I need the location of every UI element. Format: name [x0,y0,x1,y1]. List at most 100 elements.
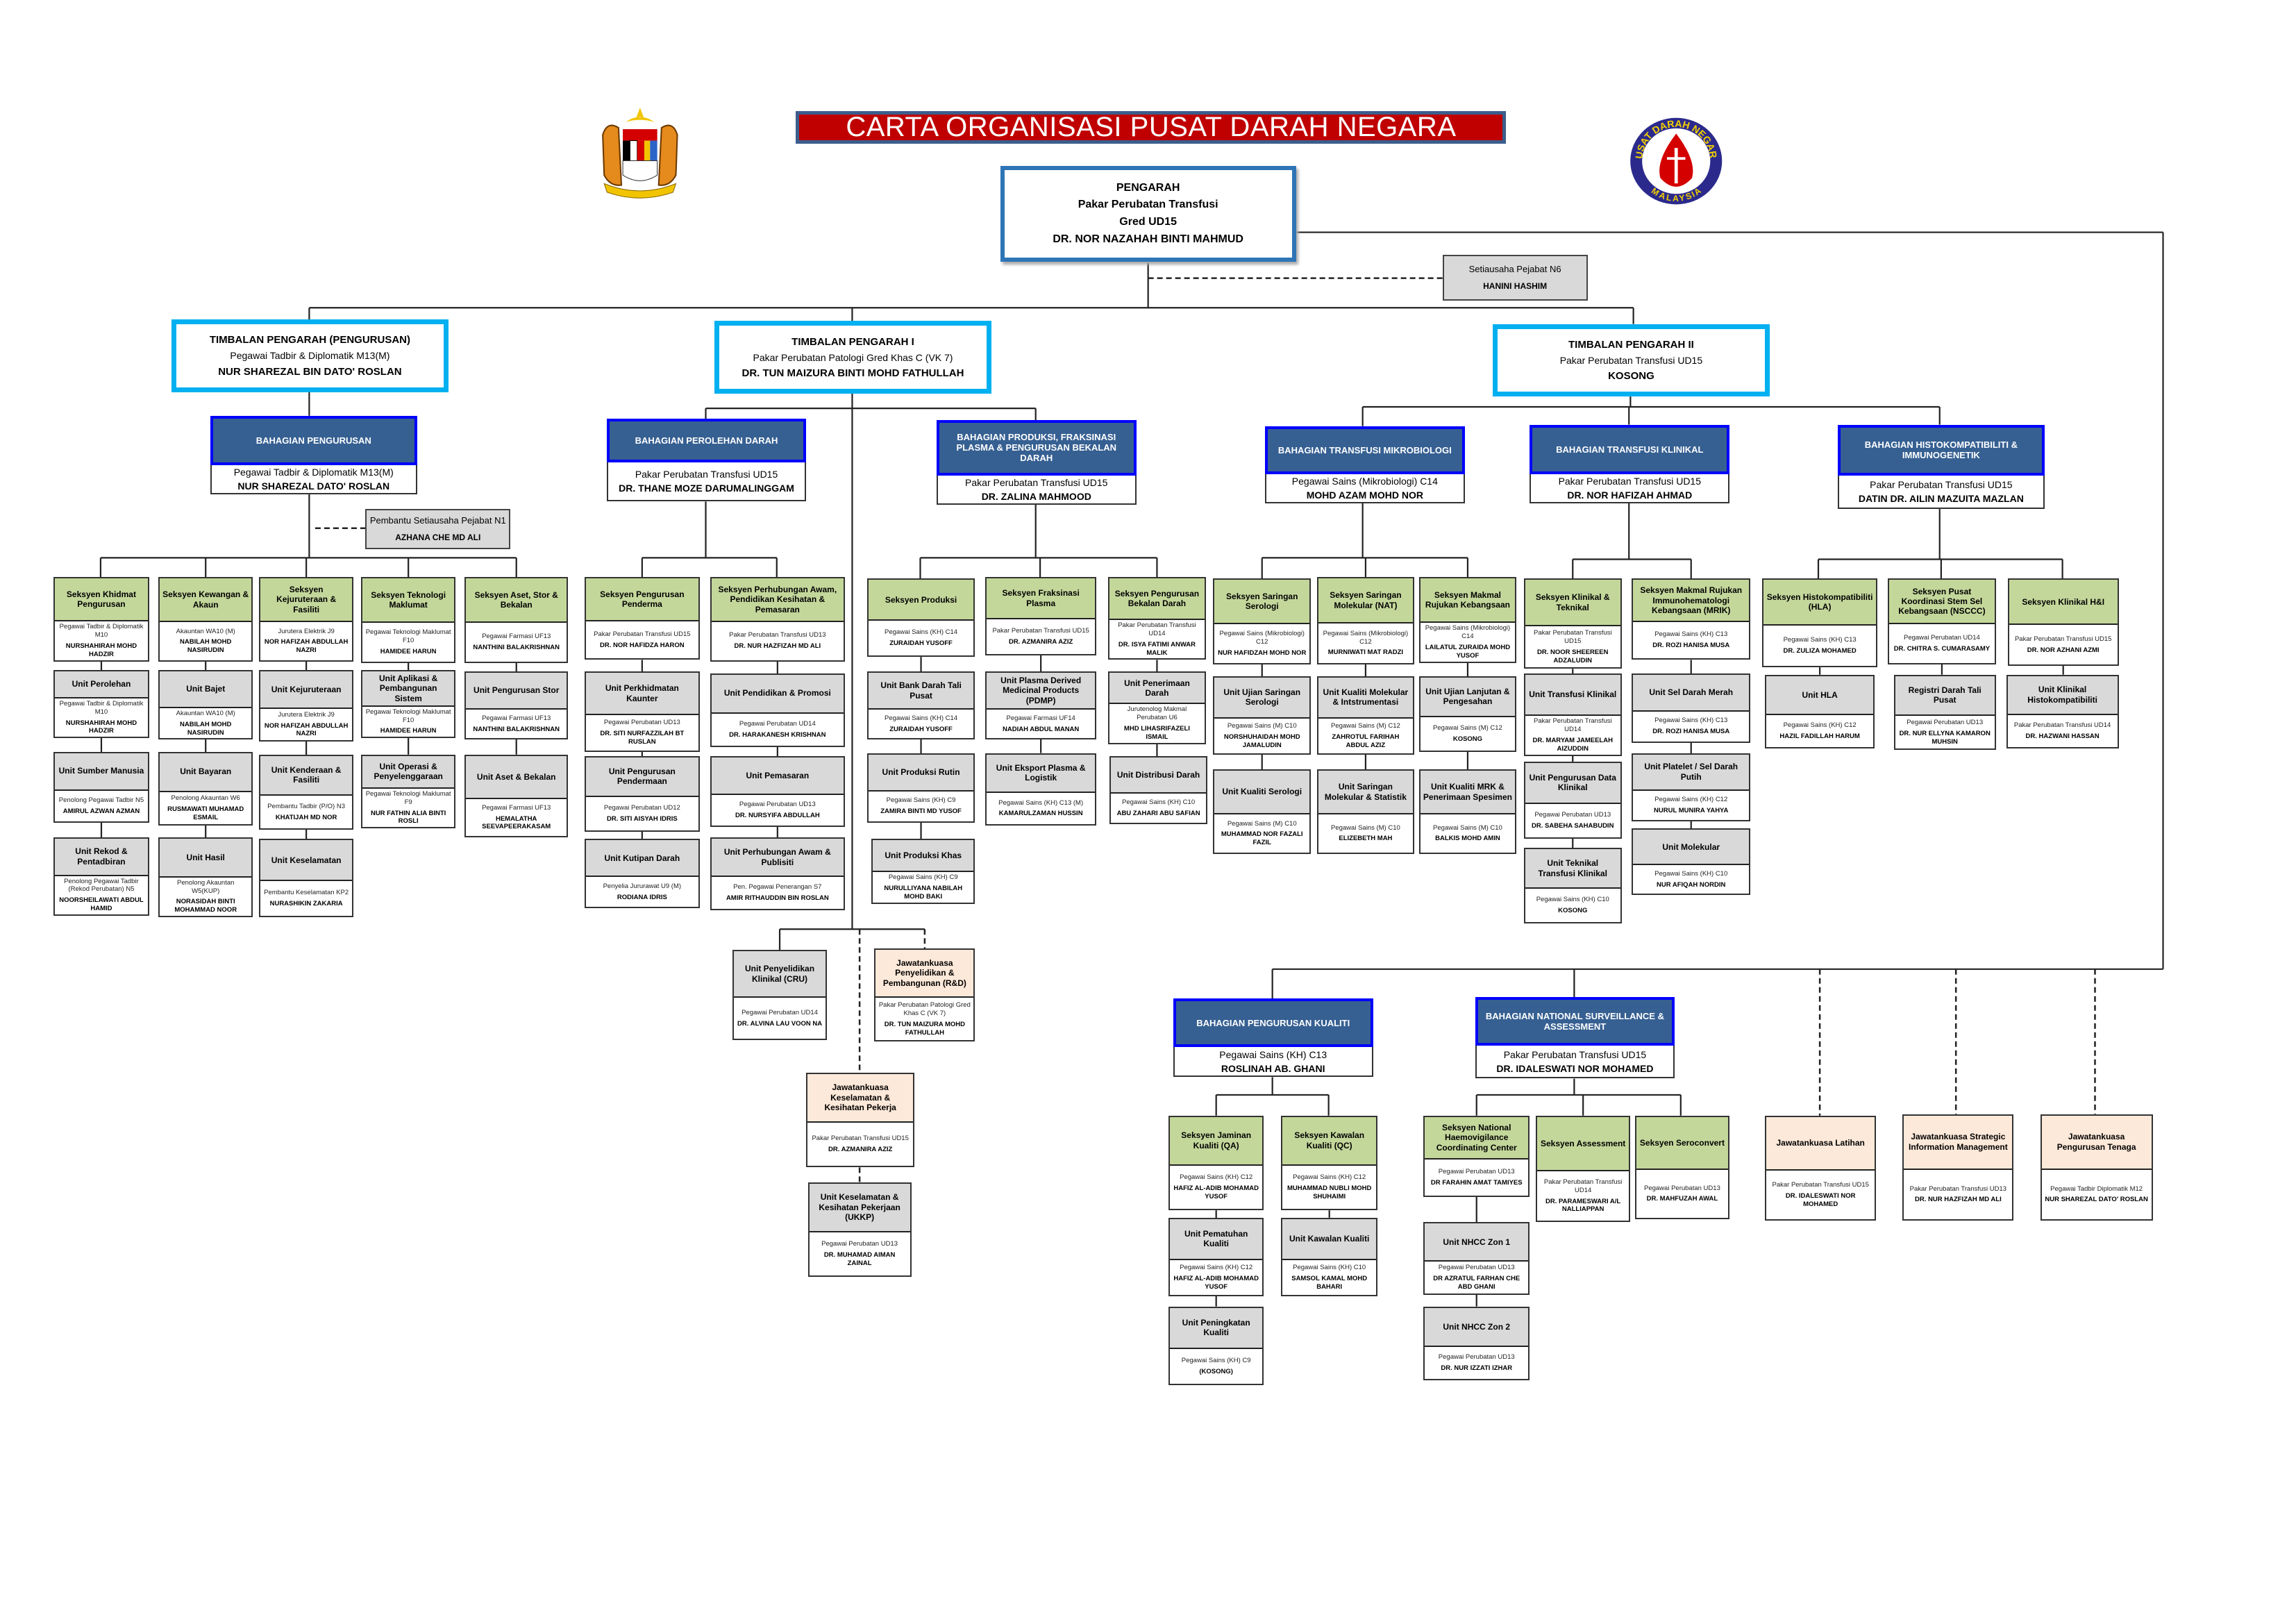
s-nsccc-box[interactable]: Seksyen Pusat Koordinasi Stem Sel Kebang… [1888,578,1996,664]
jk-keselamatan-box[interactable]: Jawatankuasa Keselamatan & Kesihatan Pek… [806,1072,914,1168]
box-title: Seksyen Makmal Rujukan Kebangsaan [1420,578,1516,623]
s-hla-box[interactable]: Seksyen Histokompatibiliti (HLA)Pegawai … [1762,578,1878,668]
s-nhcc-box[interactable]: Seksyen National Haemovigilance Coordina… [1423,1115,1530,1197]
box-title: Unit Rekod & Pentadbiran [54,839,149,876]
s-mrik-box[interactable]: Seksyen Makmal Rujukan Immunohematologi … [1632,578,1750,660]
s-nat-box[interactable]: Seksyen Saringan Molekular (NAT)Pegawai … [1316,577,1415,664]
bahagian-produksi-box[interactable]: BAHAGIAN PRODUKSI, FRAKSINASI PLASMA & P… [936,420,1137,505]
u-ukkp-box[interactable]: Unit Keselamatan & Kesihatan Pekerjaan (… [807,1182,912,1278]
pengarah-box[interactable]: PENGARAH Pakar Perubatan Transfusi Gred … [1000,165,1296,262]
timbalan-pengarah-pengurusan-box[interactable]: TIMBALAN PENGARAH (PENGURUSAN)Pegawai Ta… [171,319,449,392]
jk-sim-box[interactable]: Jawatankuasa Strategic Information Manag… [1902,1114,2014,1221]
pembantu-setiausaha-box[interactable]: Pembantu Setiausaha Pejabat N1 AZHANA CH… [365,509,511,549]
s-qc-box[interactable]: Seksyen Kawalan Kualiti (QC)Pegawai Sain… [1281,1115,1377,1211]
jk-rnd-box[interactable]: Jawatankuasa Penyelidikan & Pembangunan … [874,948,975,1042]
box-title: Unit Saringan Molekular & Statistik [1318,771,1414,815]
s-qa-box[interactable]: Seksyen Jaminan Kualiti (QA)Pegawai Sain… [1168,1115,1264,1211]
bahagian-nsa-box[interactable]: BAHAGIAN NATIONAL SURVEILLANCE & ASSESSM… [1475,997,1675,1079]
box-officer-name: DR. PARAMESWARI A/L NALLIAPPAN [1545,1197,1621,1214]
bahagian-histo-box[interactable]: BAHAGIAN HISTOKOMPATIBILITI & IMMUNOGENE… [1837,424,2045,510]
box-officer-name: NURSHAHIRAH MOHD HADZIR [65,642,137,658]
u-pdmp-box[interactable]: Unit Plasma Derived Medicinal Products (… [985,671,1097,740]
setiausaha-box[interactable]: Setiausaha Pejabat N6 HANINI HASHIM [1442,254,1588,301]
box-post: Pegawai Perubatan UD13 [1534,811,1611,819]
u-cru-box[interactable]: Unit Penyelidikan Klinikal (CRU)Pegawai … [732,950,828,1041]
s-perhubungan-box[interactable]: Seksyen Perhubungan Awam, Pendidikan Kes… [710,577,845,662]
box-post: Pegawai Sains (KH) C14 [885,628,958,637]
